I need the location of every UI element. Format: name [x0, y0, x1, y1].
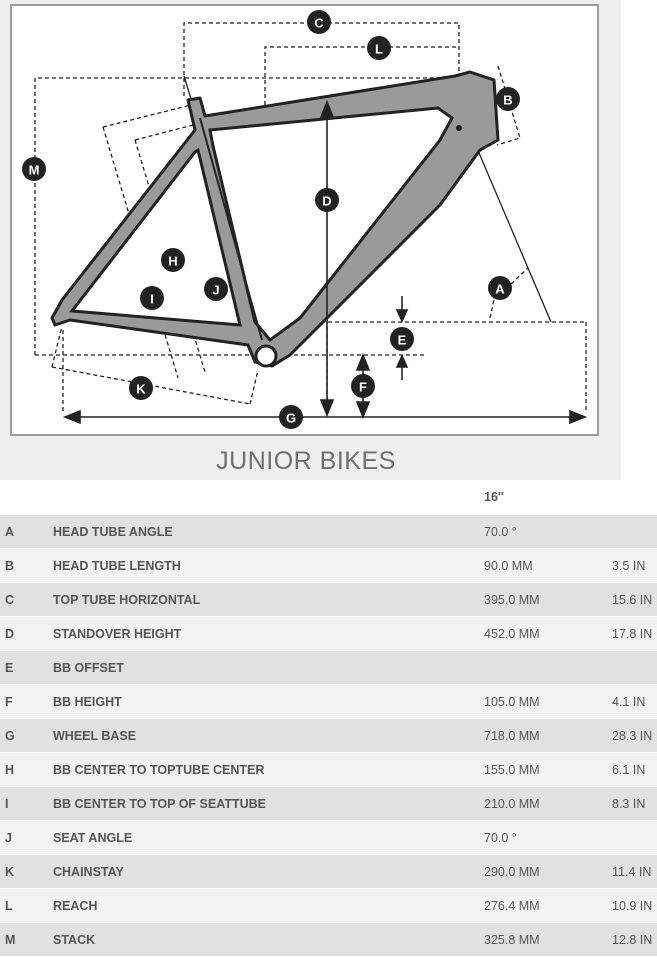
- row-value-mm: 70.0 °: [484, 831, 517, 845]
- row-name: WHEEL BASE: [53, 729, 137, 743]
- svg-text:J: J: [212, 283, 219, 298]
- row-name: CHAINSTAY: [53, 865, 124, 879]
- row-value-mm: 155.0 MM: [484, 763, 540, 777]
- callout-f-badge: F: [351, 374, 375, 398]
- row-value-mm: 452.0 MM: [484, 627, 540, 641]
- row-value-in: 17.8 IN: [612, 627, 653, 641]
- row-value-mm: 210.0 MM: [484, 797, 540, 811]
- row-value-in: 15.6 IN: [612, 593, 653, 607]
- row-name: BB CENTER TO TOP OF SEATTUBE: [53, 797, 266, 811]
- table-row: I BB CENTER TO TOP OF SEATTUBE 210.0 MM 8.3…: [0, 787, 657, 821]
- row-code: D: [5, 627, 15, 641]
- row-name: STACK: [53, 933, 96, 947]
- row-value-in: 4.1 IN: [612, 695, 646, 709]
- row-code: F: [5, 695, 13, 709]
- row-name: TOP TUBE HORIZONTAL: [53, 593, 201, 607]
- diagram-title: JUNIOR BIKES: [216, 447, 396, 475]
- table-row: C TOP TUBE HORIZONTAL 395.0 MM 15.6 IN: [0, 583, 657, 617]
- row-name: HEAD TUBE LENGTH: [53, 559, 181, 573]
- row-code: B: [5, 559, 15, 573]
- table-row: D STANDOVER HEIGHT 452.0 MM 17.8 IN: [0, 617, 657, 651]
- callout-h-badge: H: [161, 248, 185, 272]
- row-value-in: 28.3 IN: [612, 729, 653, 743]
- row-name: BB HEIGHT: [53, 695, 122, 709]
- row-value-in: 6.1 IN: [612, 763, 646, 777]
- table-header-row: 16'': [0, 480, 657, 515]
- row-value-mm: 718.0 MM: [484, 729, 540, 743]
- row-name: HEAD TUBE ANGLE: [53, 525, 173, 539]
- table-row: A HEAD TUBE ANGLE 70.0 °: [0, 515, 657, 549]
- svg-text:G: G: [286, 411, 296, 426]
- svg-text:E: E: [398, 333, 407, 348]
- row-code: G: [5, 729, 15, 743]
- geometry-diagram-panel: A B C D E F G H I J K L M JUNIOR BIKES: [0, 0, 621, 480]
- row-name: SEAT ANGLE: [53, 831, 133, 845]
- callout-a-badge: A: [488, 276, 512, 300]
- row-name: BB CENTER TO TOPTUBE CENTER: [53, 763, 265, 777]
- callout-d-badge: D: [315, 188, 339, 212]
- svg-text:L: L: [375, 42, 383, 57]
- callout-e-badge: E: [390, 327, 414, 351]
- row-value-mm: 395.0 MM: [484, 593, 540, 607]
- table-row: H BB CENTER TO TOPTUBE CENTER 155.0 MM 6.1 …: [0, 753, 657, 787]
- svg-text:I: I: [150, 292, 154, 307]
- svg-text:F: F: [359, 380, 367, 395]
- row-code: C: [5, 593, 15, 607]
- table-row: F BB HEIGHT 105.0 MM 4.1 IN: [0, 685, 657, 719]
- row-value-mm: 325.8 MM: [484, 933, 540, 947]
- callout-i-badge: I: [140, 286, 164, 310]
- row-code: J: [5, 831, 12, 845]
- table-row: L REACH 276.4 MM 10.9 IN: [0, 889, 657, 923]
- table-row: K CHAINSTAY 290.0 MM 11.4 IN: [0, 855, 657, 889]
- table-row: J SEAT ANGLE 70.0 °: [0, 821, 657, 855]
- svg-text:M: M: [29, 163, 40, 178]
- row-name: BB OFFSET: [53, 661, 124, 675]
- row-code: K: [5, 865, 15, 879]
- row-value-mm: 105.0 MM: [484, 695, 540, 709]
- svg-text:A: A: [495, 282, 505, 297]
- row-value-in: 8.3 IN: [612, 797, 646, 811]
- callout-l-badge: L: [367, 36, 391, 60]
- callout-g-badge: G: [279, 405, 303, 429]
- row-value-mm: 90.0 MM: [484, 559, 533, 573]
- row-value-mm: 276.4 MM: [484, 899, 540, 913]
- row-code: M: [5, 933, 16, 947]
- callout-k-badge: K: [129, 376, 153, 400]
- table-row: E BB OFFSET: [0, 651, 657, 685]
- size-column-header: 16'': [484, 490, 504, 504]
- row-code: L: [5, 899, 13, 913]
- callout-b-badge: B: [496, 87, 520, 111]
- svg-text:B: B: [503, 93, 512, 108]
- table-row: B HEAD TUBE LENGTH 90.0 MM 3.5 IN: [0, 549, 657, 583]
- callout-m-badge: M: [22, 157, 46, 181]
- row-name: STANDOVER HEIGHT: [53, 627, 182, 641]
- callout-j-badge: J: [204, 277, 228, 301]
- row-code: A: [5, 525, 15, 539]
- row-code: H: [5, 763, 15, 777]
- svg-text:C: C: [314, 16, 324, 31]
- frame-geometry-diagram: A B C D E F G H I J K L M: [22, 10, 588, 429]
- table-row: G WHEEL BASE 718.0 MM 28.3 IN: [0, 719, 657, 753]
- row-value-in: 11.4 IN: [612, 865, 652, 879]
- geometry-table: 16'' A HEAD TUBE ANGLE 70.0 ° B HEAD TUBE LE…: [0, 480, 657, 957]
- row-code: E: [5, 661, 14, 675]
- row-value-in: 3.5 IN: [612, 559, 646, 573]
- row-name: REACH: [53, 899, 98, 913]
- row-code: I: [5, 797, 9, 811]
- row-value-mm: 290.0 MM: [484, 865, 540, 879]
- table-row: M STACK 325.8 MM 12.8 IN: [0, 923, 657, 957]
- svg-text:H: H: [168, 254, 177, 269]
- row-value-in: 10.9 IN: [612, 899, 653, 913]
- callout-c-badge: C: [307, 10, 331, 34]
- row-value-mm: 70.0 °: [484, 525, 517, 539]
- svg-text:K: K: [136, 382, 146, 397]
- row-value-in: 12.8 IN: [612, 933, 653, 947]
- svg-text:D: D: [322, 194, 331, 209]
